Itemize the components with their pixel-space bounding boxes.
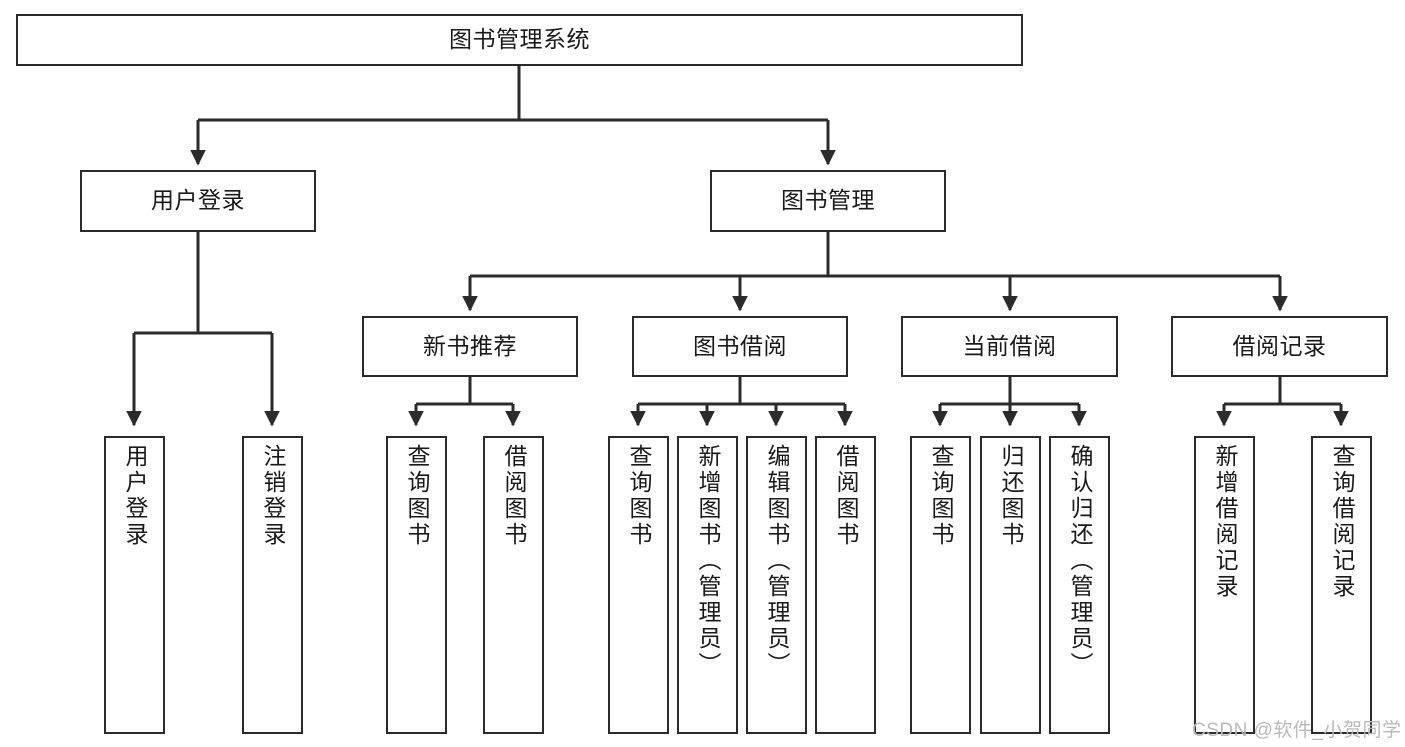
node-user-login-label: 用户登录	[151, 187, 245, 214]
leaf-new-book-1-label: 查询图书	[404, 444, 430, 548]
leaf-borrow-record-1-label: 新增借阅记录	[1212, 444, 1238, 600]
leaf-book-borrow-1-label: 查询图书	[626, 444, 652, 548]
leaf-borrow-record-2[interactable]: 查询借阅记录	[1311, 436, 1372, 734]
node-user-login[interactable]: 用户登录	[80, 170, 316, 232]
leaf-book-borrow-4-label: 借阅图书	[833, 444, 859, 548]
leaf-book-borrow-4[interactable]: 借阅图书	[815, 436, 876, 734]
node-new-book-recommend-label: 新书推荐	[423, 332, 517, 359]
leaf-user-login-1[interactable]: 用户登录	[104, 436, 165, 734]
leaf-current-borrow-1[interactable]: 查询图书	[910, 436, 971, 734]
leaf-new-book-2-label: 借阅图书	[501, 444, 527, 548]
leaf-current-borrow-2[interactable]: 归还图书	[980, 436, 1041, 734]
leaf-book-borrow-1[interactable]: 查询图书	[608, 436, 669, 734]
leaf-user-login-1-label: 用户登录	[122, 444, 148, 548]
node-book-borrow[interactable]: 图书借阅	[632, 316, 848, 377]
leaf-current-borrow-1-label: 查询图书	[928, 444, 954, 548]
leaf-book-borrow-3[interactable]: 编辑图书（管理员）	[746, 436, 807, 734]
node-book-management-label: 图书管理	[781, 187, 875, 214]
node-root-label: 图书管理系统	[449, 26, 590, 53]
node-new-book-recommend[interactable]: 新书推荐	[362, 316, 578, 377]
leaf-book-borrow-2[interactable]: 新增图书（管理员）	[677, 436, 738, 734]
node-book-management[interactable]: 图书管理	[710, 170, 946, 232]
leaf-current-borrow-3-label: 确认归还（管理员）	[1067, 444, 1093, 678]
node-borrow-record[interactable]: 借阅记录	[1171, 316, 1388, 377]
leaf-user-login-2[interactable]: 注销登录	[242, 436, 303, 734]
leaf-borrow-record-2-label: 查询借阅记录	[1329, 444, 1355, 600]
leaf-book-borrow-3-label: 编辑图书（管理员）	[764, 444, 790, 678]
leaf-new-book-1[interactable]: 查询图书	[386, 436, 447, 734]
node-root[interactable]: 图书管理系统	[16, 14, 1023, 66]
leaf-current-borrow-3[interactable]: 确认归还（管理员）	[1049, 436, 1110, 734]
leaf-current-borrow-2-label: 归还图书	[998, 444, 1024, 548]
leaf-user-login-2-label: 注销登录	[260, 444, 286, 548]
node-book-borrow-label: 图书借阅	[693, 332, 787, 359]
node-borrow-record-label: 借阅记录	[1232, 332, 1327, 359]
node-current-borrow[interactable]: 当前借阅	[901, 316, 1118, 377]
leaf-new-book-2[interactable]: 借阅图书	[483, 436, 544, 734]
leaf-borrow-record-1[interactable]: 新增借阅记录	[1194, 436, 1255, 734]
csdn-watermark: CSDN @软件_小贺同学	[1192, 720, 1402, 741]
node-current-borrow-label: 当前借阅	[962, 332, 1057, 359]
leaf-book-borrow-2-label: 新增图书（管理员）	[695, 444, 721, 678]
